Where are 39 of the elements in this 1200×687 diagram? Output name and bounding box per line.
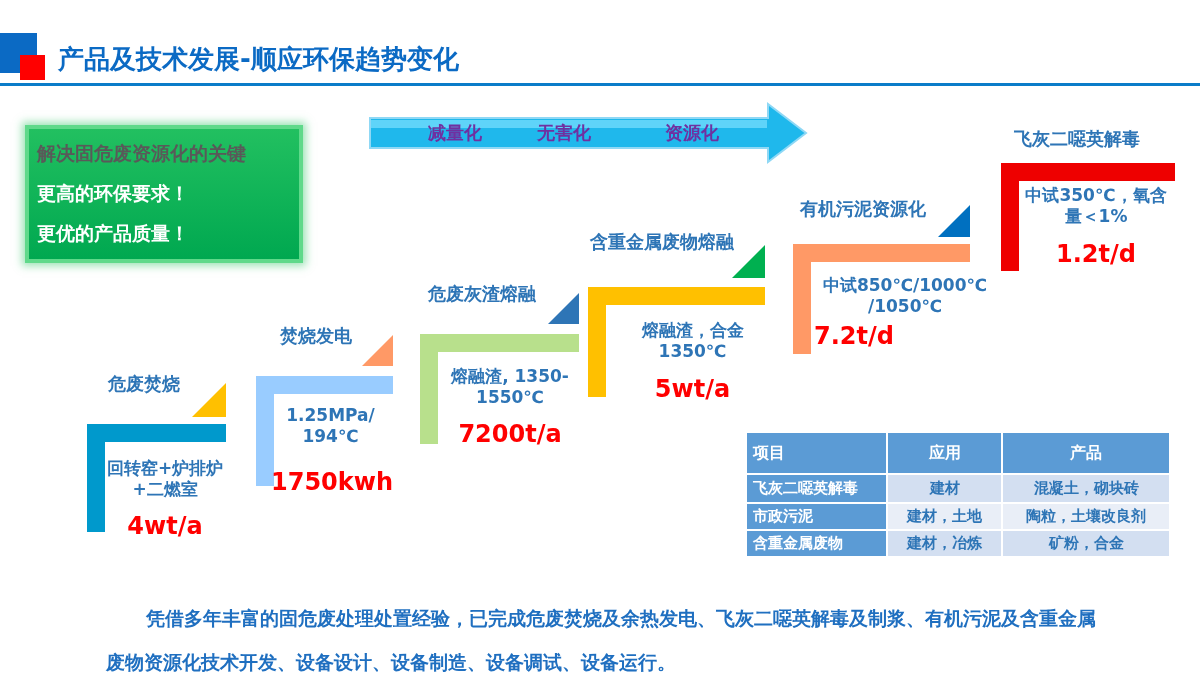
capacity-value: 7200t/a xyxy=(457,420,563,448)
step-description: 中试850℃/1000℃ /1050℃ xyxy=(821,275,989,317)
table-cell: 建材 xyxy=(888,475,1001,502)
step-heading: 危废焚烧 xyxy=(108,372,180,396)
table-cell: 建材，冶炼 xyxy=(888,531,1001,556)
capacity-value: 7.2t/d xyxy=(813,322,895,350)
table-cell: 市政污泥 xyxy=(747,504,886,529)
callout-text: 解决固危废资源化的关键 xyxy=(37,141,246,166)
callout-text: 更高的环保要求！ xyxy=(37,181,189,206)
callout-card xyxy=(25,125,303,263)
table-header-cell: 产品 xyxy=(1003,433,1169,473)
banner-label: 资源化 xyxy=(665,121,719,145)
banner-label: 减量化 xyxy=(428,121,482,145)
table-header-cell: 项目 xyxy=(747,433,886,473)
step-heading: 有机污泥资源化 xyxy=(800,197,926,221)
step-heading: 飞灰二噁英解毒 xyxy=(1014,127,1140,151)
capacity-value: 5wt/a xyxy=(653,375,732,403)
banner-label: 无害化 xyxy=(537,121,591,145)
step-heading: 含重金属废物熔融 xyxy=(590,230,734,254)
step-description: 1.25MPa/ 194℃ xyxy=(285,405,376,447)
capacity-value: 1750kwh xyxy=(270,468,394,496)
description-paragraph: 凭借多年丰富的固危废处理处置经验，已完成危废焚烧及余热发电、飞灰二噁英解毒及制浆、有机污泥及含重金属废物资源化技术开发、设备设计、设备制造、设备调试、设备运行。 xyxy=(106,606,1097,675)
slide-title: 产品及技术发展-顺应环保趋势变化 xyxy=(58,43,459,76)
step-description: 中试350℃，氧含量＜1% xyxy=(1024,185,1168,227)
step-description: 熔融渣, 1350-1550℃ xyxy=(449,366,570,408)
step-heading: 焚烧发电 xyxy=(280,324,352,348)
capacity-value: 1.2t/d xyxy=(1055,240,1137,268)
table-header-cell: 应用 xyxy=(888,433,1001,473)
callout-text: 更优的产品质量！ xyxy=(37,221,189,246)
step-description: 熔融渣，合金 1350℃ xyxy=(640,320,745,362)
step-heading: 危废灰渣熔融 xyxy=(428,282,536,306)
table-cell: 建材，土地 xyxy=(888,504,1001,529)
table-cell: 飞灰二噁英解毒 xyxy=(747,475,886,502)
table-cell: 混凝土，砌块砖 xyxy=(1003,475,1169,502)
table-cell: 陶粒，土壤改良剂 xyxy=(1003,504,1169,529)
table-cell: 含重金属废物 xyxy=(747,531,886,556)
capacity-value: 4wt/a xyxy=(126,512,204,540)
step-description: 回转窑+炉排炉+二燃室 xyxy=(105,458,225,500)
table-cell: 矿粉，合金 xyxy=(1003,531,1169,556)
